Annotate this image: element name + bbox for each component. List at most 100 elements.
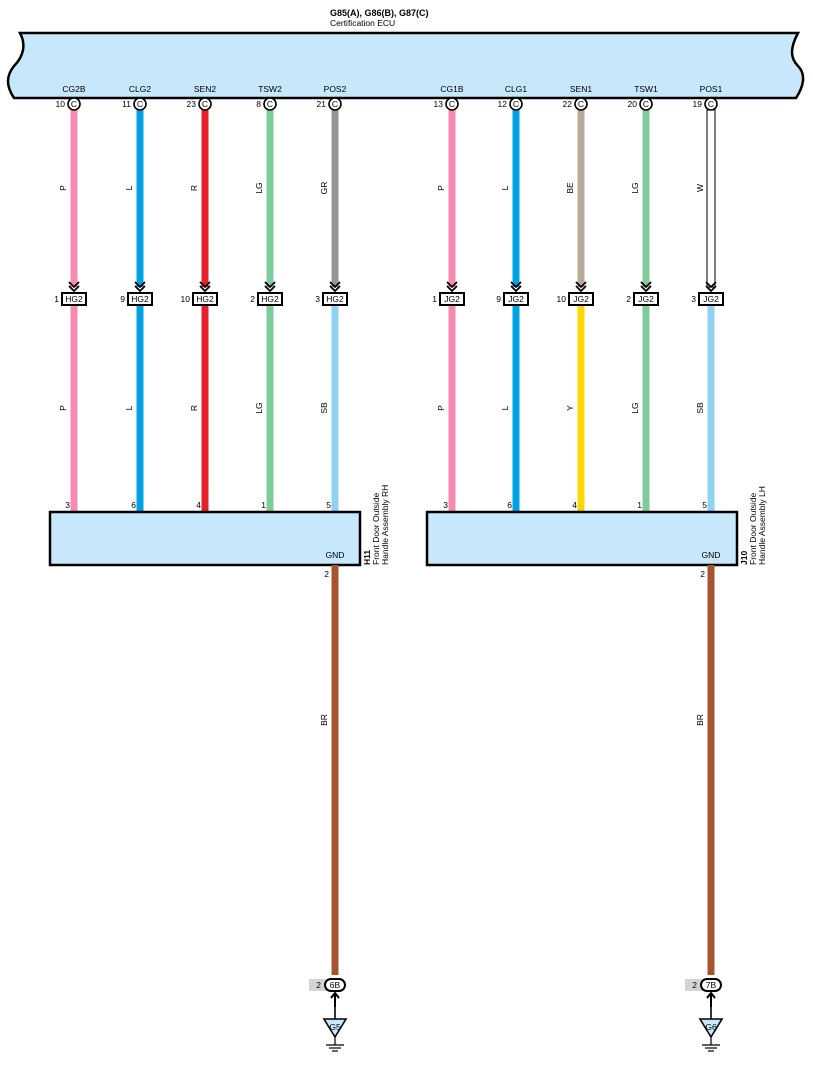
device-name-line1: Front Door Outside [371, 492, 381, 565]
device-code: J10 [739, 551, 749, 565]
ecu-connector-letter: C [643, 99, 649, 109]
ground-label: G5 [329, 1022, 341, 1032]
chevron-icon [134, 281, 146, 293]
lower-color-code: LG [630, 402, 640, 413]
device-code: H11 [362, 550, 372, 565]
device-gnd-pin: 2 [700, 569, 705, 579]
ecu-body [6, 31, 805, 100]
upper-wire [512, 110, 520, 287]
junction-pin-number: 1 [54, 294, 59, 304]
junction-pin-number: 9 [120, 294, 125, 304]
device-name-line2: Handle Assembly LH [757, 486, 767, 565]
upper-wire [642, 110, 650, 287]
chevron-icon [575, 281, 587, 293]
ecu-connector-letter: C [578, 99, 584, 109]
upper-color-code: GR [319, 182, 329, 195]
chevron-icon [264, 281, 276, 293]
upper-color-code: BE [565, 182, 575, 194]
lower-color-code: SB [319, 402, 329, 414]
arrow-up-icon [330, 991, 340, 1007]
upper-wire [706, 109, 716, 288]
device-pin-number: 1 [637, 500, 642, 510]
ecu-pin-circle [445, 97, 459, 111]
upper-color-code: L [124, 185, 134, 190]
ecu-connector-letter: C [449, 99, 455, 109]
ecu-signal-label: POS2 [324, 84, 347, 94]
lower-wire [70, 306, 78, 512]
lower-color-code: SB [695, 402, 705, 414]
upper-wire [266, 110, 274, 287]
lower-color-code: L [500, 405, 510, 410]
junction-connector-box [257, 292, 283, 306]
ecu-pin-circle [67, 97, 81, 111]
junction-pin-number: 2 [626, 294, 631, 304]
ecu-signal-label: SEN2 [194, 84, 216, 94]
ecu-signal-label: CLG1 [505, 84, 527, 94]
ecu-signal-label: TSW1 [634, 84, 658, 94]
lower-wire [448, 306, 456, 512]
ecu-pin-number: 19 [693, 99, 703, 109]
ground-connector-name: 7B [706, 980, 717, 990]
ecu-pin-circle [704, 97, 718, 111]
upper-wire [136, 110, 144, 287]
ecu-pin-number: 20 [628, 99, 638, 109]
ecu-pin-number: 11 [122, 99, 131, 109]
device-pin-number: 3 [443, 500, 448, 510]
lower-wire [512, 306, 520, 512]
junction-pin-number: 1 [432, 294, 437, 304]
junction-connector-box [633, 292, 659, 306]
upper-color-code: P [436, 185, 446, 191]
junction-connector-name: HG2 [261, 294, 279, 304]
ecu-signal-label: TSW2 [258, 84, 282, 94]
ecu-pin-number: 13 [434, 99, 444, 109]
junction-connector-box [568, 292, 594, 306]
junction-connector-name: HG2 [326, 294, 344, 304]
chevron-icon [329, 281, 341, 293]
junction-connector-name: JG2 [444, 294, 460, 304]
ecu-pin-circle [509, 97, 523, 111]
device-pin-number: 6 [507, 500, 512, 510]
ecu-pin-number: 23 [187, 99, 197, 109]
junction-connector-name: JG2 [638, 294, 654, 304]
ground-wire-color-code: BR [319, 714, 329, 726]
chevron-icon [705, 281, 717, 293]
upper-color-code: P [58, 185, 68, 191]
ground-pin-number: 2 [692, 980, 697, 990]
ecu-signal-label: CG2B [62, 84, 85, 94]
junction-connector-name: HG2 [65, 294, 83, 304]
lower-color-code: LG [254, 402, 264, 413]
lower-wire [707, 306, 715, 512]
upper-wire [577, 110, 585, 287]
upper-color-code: R [189, 185, 199, 191]
junction-pin-number: 2 [250, 294, 255, 304]
ecu-signal-label: CLG2 [129, 84, 151, 94]
device-pin-number: 4 [572, 500, 577, 510]
ecu-connector-letter: C [332, 99, 338, 109]
device-pin-number: 4 [196, 500, 201, 510]
device-box [48, 510, 362, 567]
junction-pin-number: 10 [557, 294, 567, 304]
ground-wire-color-code: BR [695, 714, 705, 726]
chevron-icon [199, 281, 211, 293]
ecu-pin-circle [198, 97, 212, 111]
junction-connector-box [192, 292, 218, 306]
device-pin-number: 3 [65, 500, 70, 510]
ecu-connector-letter: C [137, 99, 143, 109]
ecu-connector-letter: C [513, 99, 519, 109]
chevron-icon [68, 281, 80, 293]
device-gnd-label: GND [326, 550, 345, 560]
upper-wire [201, 110, 209, 287]
lower-wire [642, 306, 650, 512]
ground-connector-name: 6B [330, 980, 341, 990]
lower-color-code: Y [565, 405, 575, 411]
ground-connector-box [700, 978, 722, 992]
ecu-title: G85(A), G86(B), G87(C) [330, 8, 429, 18]
ground-pin-highlight [685, 979, 703, 991]
junction-connector-name: HG2 [196, 294, 214, 304]
ecu-connector-letter: C [708, 99, 714, 109]
lower-wire [136, 306, 144, 512]
junction-connector-name: JG2 [508, 294, 524, 304]
device-name-line2: Handle Assembly RH [380, 485, 390, 565]
ground-pin-number: 2 [316, 980, 321, 990]
